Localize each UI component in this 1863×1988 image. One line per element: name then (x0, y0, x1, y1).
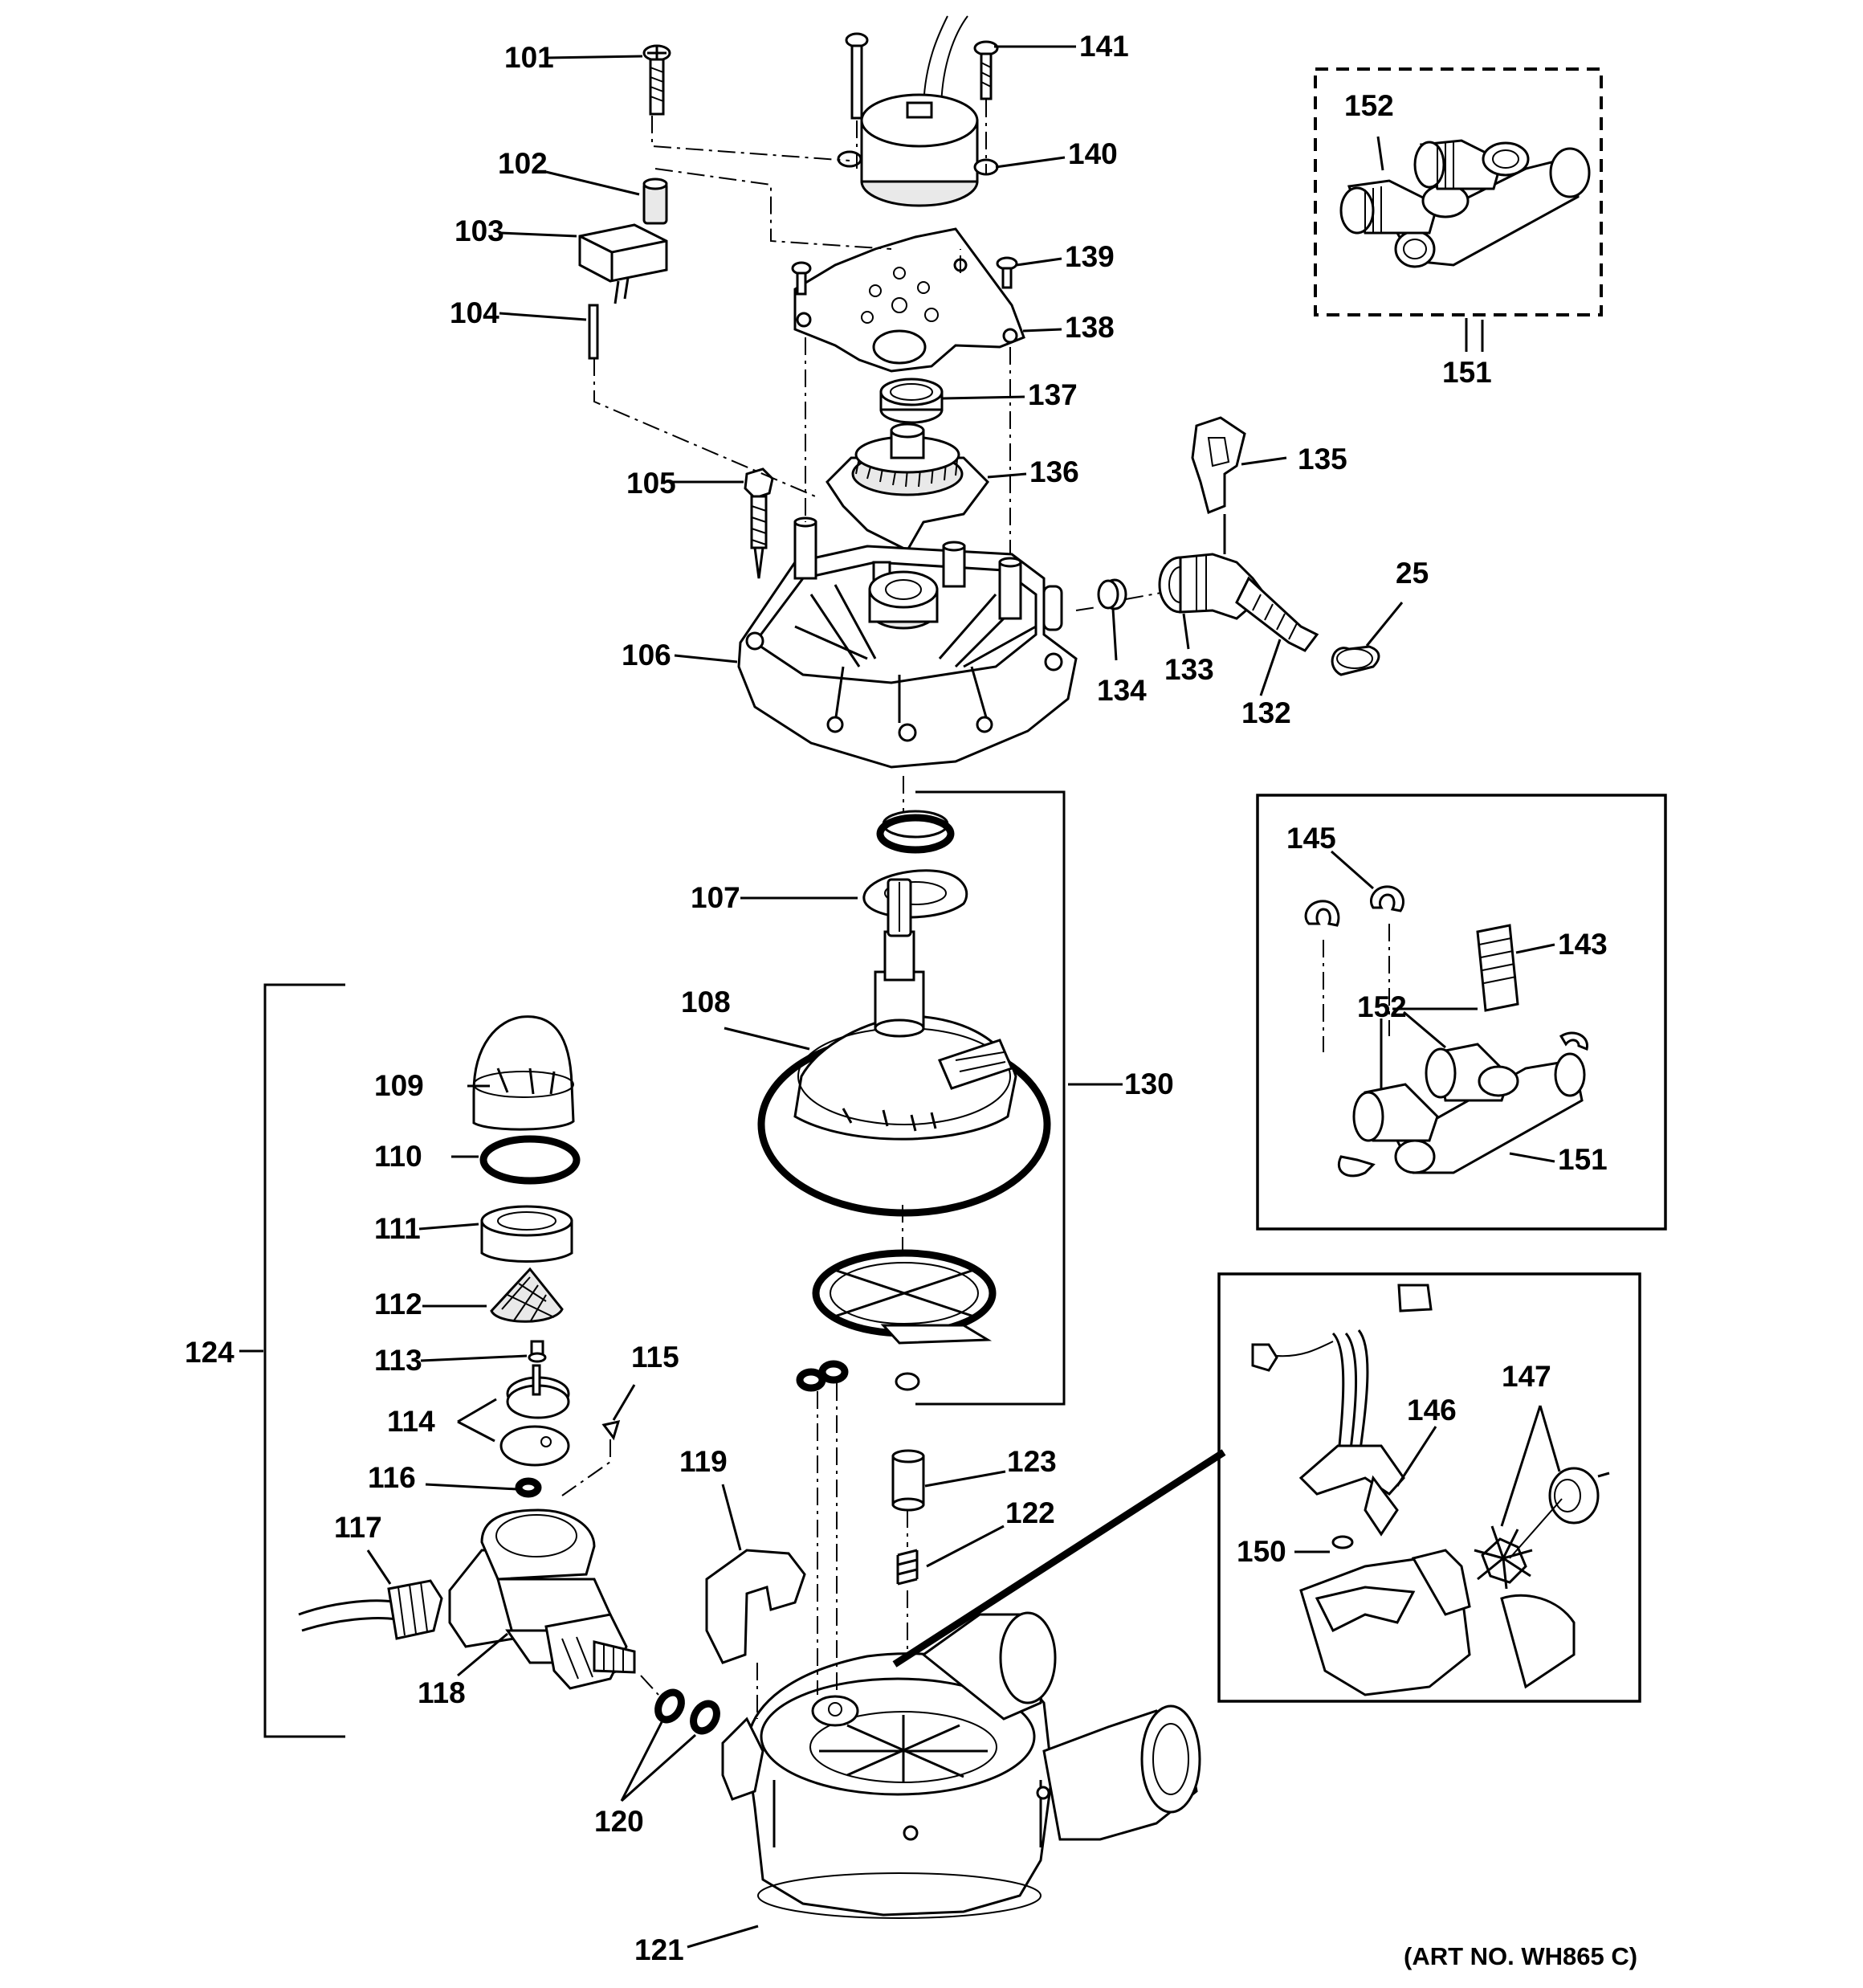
callout-104: 104 (450, 296, 499, 329)
part-107-seal-ring (876, 810, 955, 854)
callout-118: 118 (418, 1676, 466, 1709)
part-136-cam-gear (826, 423, 989, 552)
part-104-pin (588, 304, 599, 360)
part-113-valve (528, 1340, 547, 1363)
part-139-screw (996, 256, 1018, 289)
callout-132: 132 (1241, 696, 1291, 729)
callout-143: 143 (1558, 928, 1608, 961)
callout-121: 121 (634, 1933, 684, 1966)
callout-111: 111 (374, 1212, 421, 1245)
part-112-screen (490, 1267, 564, 1323)
callout-137: 137 (1028, 378, 1078, 411)
leader-lines (239, 45, 1561, 1949)
callout-141: 141 (1079, 30, 1129, 63)
callout-103: 103 (455, 214, 504, 247)
part-111-retainer (480, 1205, 573, 1263)
callout-labels: 101 102 103 104 105 106 107 108 109 110 … (185, 30, 1637, 1970)
part-138-screw-left (791, 261, 812, 296)
callout-122: 122 (1005, 1496, 1055, 1529)
callout-133: 133 (1164, 653, 1214, 686)
callout-25: 25 (1396, 557, 1429, 590)
part-25-clip (1331, 645, 1380, 676)
part-141-screw (973, 40, 999, 100)
callout-138: 138 (1065, 311, 1115, 344)
callout-106: 106 (622, 639, 671, 672)
part-110-o-ring (479, 1135, 581, 1185)
part-140-motor (837, 15, 999, 207)
callout-152-top: 152 (1344, 89, 1394, 122)
callout-107: 107 (691, 881, 740, 914)
callout-101: 101 (504, 41, 554, 74)
group-bracket-124 (263, 983, 345, 1738)
part-108-rotor-disc (757, 878, 1051, 1217)
part-120-o-rings (654, 1688, 720, 1735)
callout-145: 145 (1286, 822, 1336, 855)
callout-109: 109 (374, 1069, 424, 1102)
part-116-washer (515, 1477, 542, 1498)
part-134-washer (1097, 578, 1127, 610)
callout-151-top: 151 (1442, 356, 1492, 389)
part-135-clip (1191, 416, 1246, 554)
callout-150: 150 (1237, 1535, 1286, 1568)
callout-134: 134 (1097, 674, 1147, 707)
part-123-sleeve (891, 1449, 925, 1512)
callout-120: 120 (594, 1805, 644, 1838)
callout-152-box: 152 (1357, 990, 1407, 1023)
part-130-seal-disc (812, 1249, 997, 1345)
detail-pointer-line (892, 1449, 1226, 1668)
callout-147: 147 (1502, 1360, 1551, 1393)
part-105-screw (744, 467, 774, 579)
callout-105: 105 (626, 467, 676, 500)
callout-102: 102 (498, 147, 548, 180)
part-106-valve-cover (737, 516, 1078, 769)
callout-124: 124 (185, 1336, 234, 1369)
callout-139: 139 (1065, 240, 1115, 273)
part-102-magnet (642, 178, 668, 225)
bypass-valve-group (1314, 67, 1603, 316)
callout-116: 116 (368, 1461, 416, 1494)
part-101-screw (642, 44, 671, 116)
callout-108: 108 (681, 986, 731, 1018)
callout-113: 113 (374, 1344, 422, 1377)
group-bracket-130 (915, 790, 1066, 1406)
part-117-118-injector (298, 1508, 636, 1690)
callout-112: 112 (374, 1288, 422, 1321)
callout-119: 119 (679, 1445, 728, 1478)
part-109-cap (472, 1015, 575, 1131)
callout-117: 117 (334, 1511, 382, 1544)
callout-140: 140 (1068, 137, 1118, 170)
callout-114: 114 (387, 1405, 435, 1438)
art-number: (ART NO. WH865 C) (1404, 1942, 1637, 1970)
part-122-spring (896, 1549, 919, 1586)
callout-115: 115 (631, 1341, 679, 1374)
part-137-bearing (879, 378, 944, 424)
part-103-switch (578, 223, 668, 304)
part-107-wave-washer (862, 869, 968, 919)
part-130-small-seals (796, 1360, 920, 1392)
callout-110: 110 (374, 1140, 422, 1173)
callout-151-box: 151 (1558, 1143, 1608, 1176)
callout-146: 146 (1407, 1394, 1457, 1427)
part-138-plate (793, 227, 1025, 373)
callout-123: 123 (1007, 1445, 1057, 1478)
part-132-barb-fitting (1235, 576, 1319, 652)
callout-135: 135 (1298, 443, 1347, 476)
part-119-clip (705, 1549, 806, 1664)
bypass-detail-box (1256, 794, 1667, 1231)
alignment-lines (561, 100, 1162, 1719)
callout-130: 130 (1124, 1067, 1174, 1100)
part-115-screw (601, 1419, 621, 1441)
part-121-valve-body (721, 1611, 1201, 1919)
part-141-screw-left (845, 32, 869, 120)
part-114-discs (499, 1364, 570, 1467)
callout-136: 136 (1029, 455, 1079, 488)
turbine-meter-detail-box (1217, 1272, 1641, 1703)
